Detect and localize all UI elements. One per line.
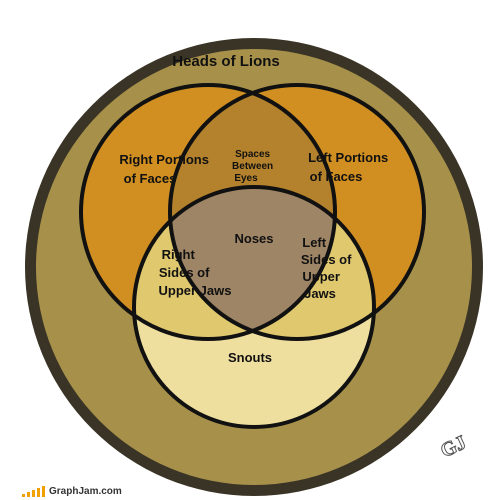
outer-label: Heads of Lions: [172, 53, 280, 70]
graphjam-watermark-logo: GJ: [432, 427, 474, 465]
right-upper-jaw-line-2: Sides of: [159, 265, 210, 280]
nose-region: [170, 187, 335, 339]
left-circle-label-line-2: of Faces: [124, 171, 177, 186]
left-upper-jaw-line-4: Jaws: [304, 286, 336, 301]
spaces-between-eyes-line-1: Spaces: [235, 149, 270, 160]
right-circle-outline: [168, 83, 426, 341]
spaces-between-eyes-label: Spaces Between Eyes: [232, 149, 276, 184]
left-circle-label-line-1: Right Portions: [119, 152, 209, 167]
spaces-between-eyes-line-3: Eyes: [234, 173, 258, 184]
left-circle-outline: [79, 83, 337, 341]
footer: GraphJam.com: [0, 482, 200, 500]
center-label: Noses: [234, 231, 273, 246]
graphjam-bars-icon: [22, 485, 45, 497]
left-circle-label: Right Portions of Faces: [119, 152, 212, 186]
left-upper-jaw-line-2: Sides of: [301, 252, 352, 267]
site-link[interactable]: GraphJam.com: [49, 485, 122, 497]
right-upper-jaw-label: Right Sides of Upper Jaws: [159, 247, 232, 298]
left-upper-jaw-line-3: Upper: [302, 269, 340, 284]
watermark-text: GJ: [437, 432, 469, 463]
right-upper-jaw-line-3: Upper Jaws: [159, 283, 232, 298]
right-circle-label-line-1: Left Portions: [308, 150, 388, 165]
right-circle-label: Left Portions of Faces: [308, 150, 392, 184]
spaces-between-eyes-line-2: Between: [232, 161, 273, 172]
right-circle-label-line-2: of Faces: [310, 169, 363, 184]
left-upper-jaw-line-1: Left: [302, 235, 327, 250]
bottom-circle-label: Snouts: [228, 350, 272, 365]
left-upper-jaw-label: Left Sides of Upper Jaws: [301, 235, 355, 301]
bottom-circle-outline: [132, 185, 376, 429]
right-upper-jaw-line-1: Right: [162, 247, 196, 262]
